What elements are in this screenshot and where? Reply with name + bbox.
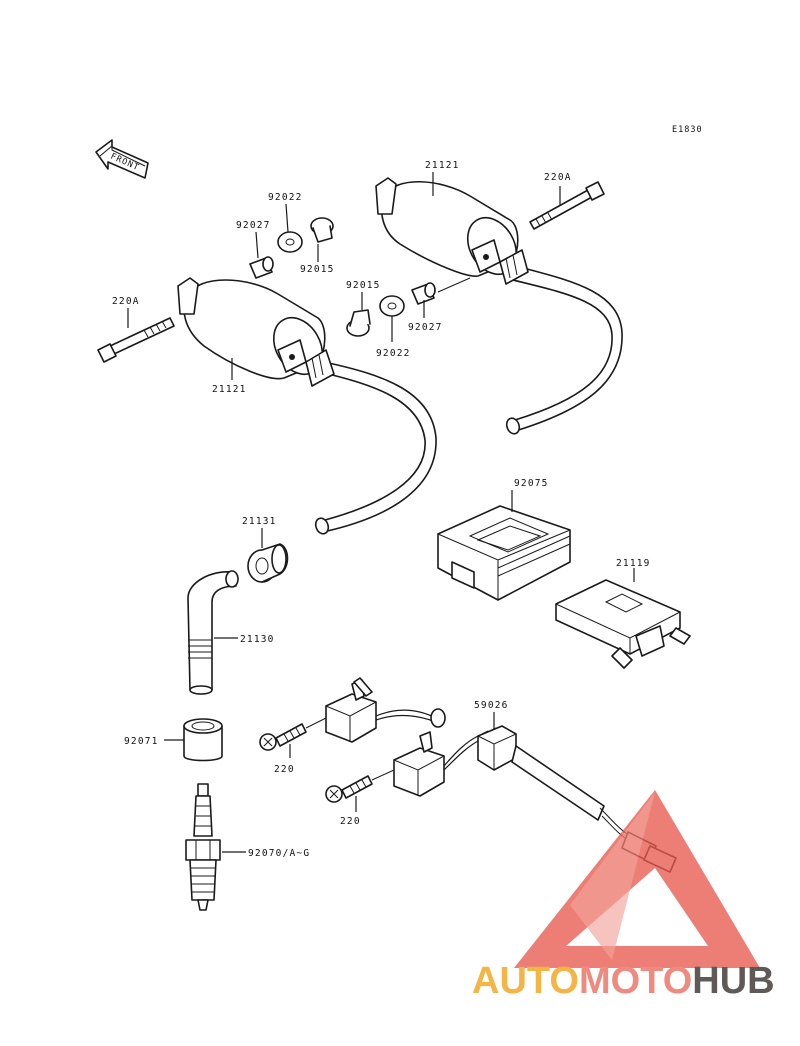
label-bushing-upper: 92015 [300, 264, 335, 275]
label-igniter: 92075 [514, 478, 549, 489]
label-insulator: 92071 [124, 736, 159, 747]
watermark-part-auto: AUTO [472, 960, 579, 1002]
diagram-code: E1830 [672, 125, 703, 135]
spark-plug-cap [187, 570, 239, 695]
igniter-unit [437, 505, 571, 601]
watermark-part-hub: HUB [692, 960, 775, 1002]
label-bolt-left: 220A [112, 296, 140, 307]
label-spark-plug: 92070/A~G [248, 848, 310, 859]
ignition-coil-left [177, 277, 437, 535]
label-collar-mid-right: 92027 [408, 322, 443, 333]
washer-mid [379, 295, 405, 317]
bolt-left [97, 317, 175, 363]
bushing-upper [310, 217, 334, 243]
insulator [183, 718, 223, 762]
label-plug-cap: 21130 [240, 634, 275, 645]
watermark-brand-text: AUTOMOTOHUB [472, 960, 792, 1003]
front-arrow-icon: FRONT [95, 139, 149, 179]
label-bushing-mid: 92015 [346, 280, 381, 291]
label-washer-mid: 92022 [376, 348, 411, 359]
ignition-coil-right [375, 177, 623, 435]
screw-upper [259, 723, 307, 751]
label-cap-seal: 21131 [242, 516, 277, 527]
spark-plug [185, 783, 221, 911]
label-coil-right: 21121 [425, 160, 460, 171]
label-washer-upper: 92022 [268, 192, 303, 203]
label-screw-upper: 220 [274, 764, 295, 775]
label-screw-lower: 220 [340, 816, 361, 827]
label-collar-upper-left: 92027 [236, 220, 271, 231]
regulator-unit [555, 579, 691, 669]
screw-lower [325, 775, 373, 803]
bushing-mid [346, 309, 371, 337]
watermark-part-moto: MOTO [578, 960, 693, 1002]
label-regulator: 21119 [616, 558, 651, 569]
label-bolt-right: 220A [544, 172, 572, 183]
label-harness: 59026 [474, 700, 509, 711]
bolt-right [529, 181, 605, 230]
label-coil-left: 21121 [212, 384, 247, 395]
cap-seal [247, 543, 289, 583]
watermark-logo-icon [514, 790, 760, 968]
washer-upper [277, 231, 303, 253]
